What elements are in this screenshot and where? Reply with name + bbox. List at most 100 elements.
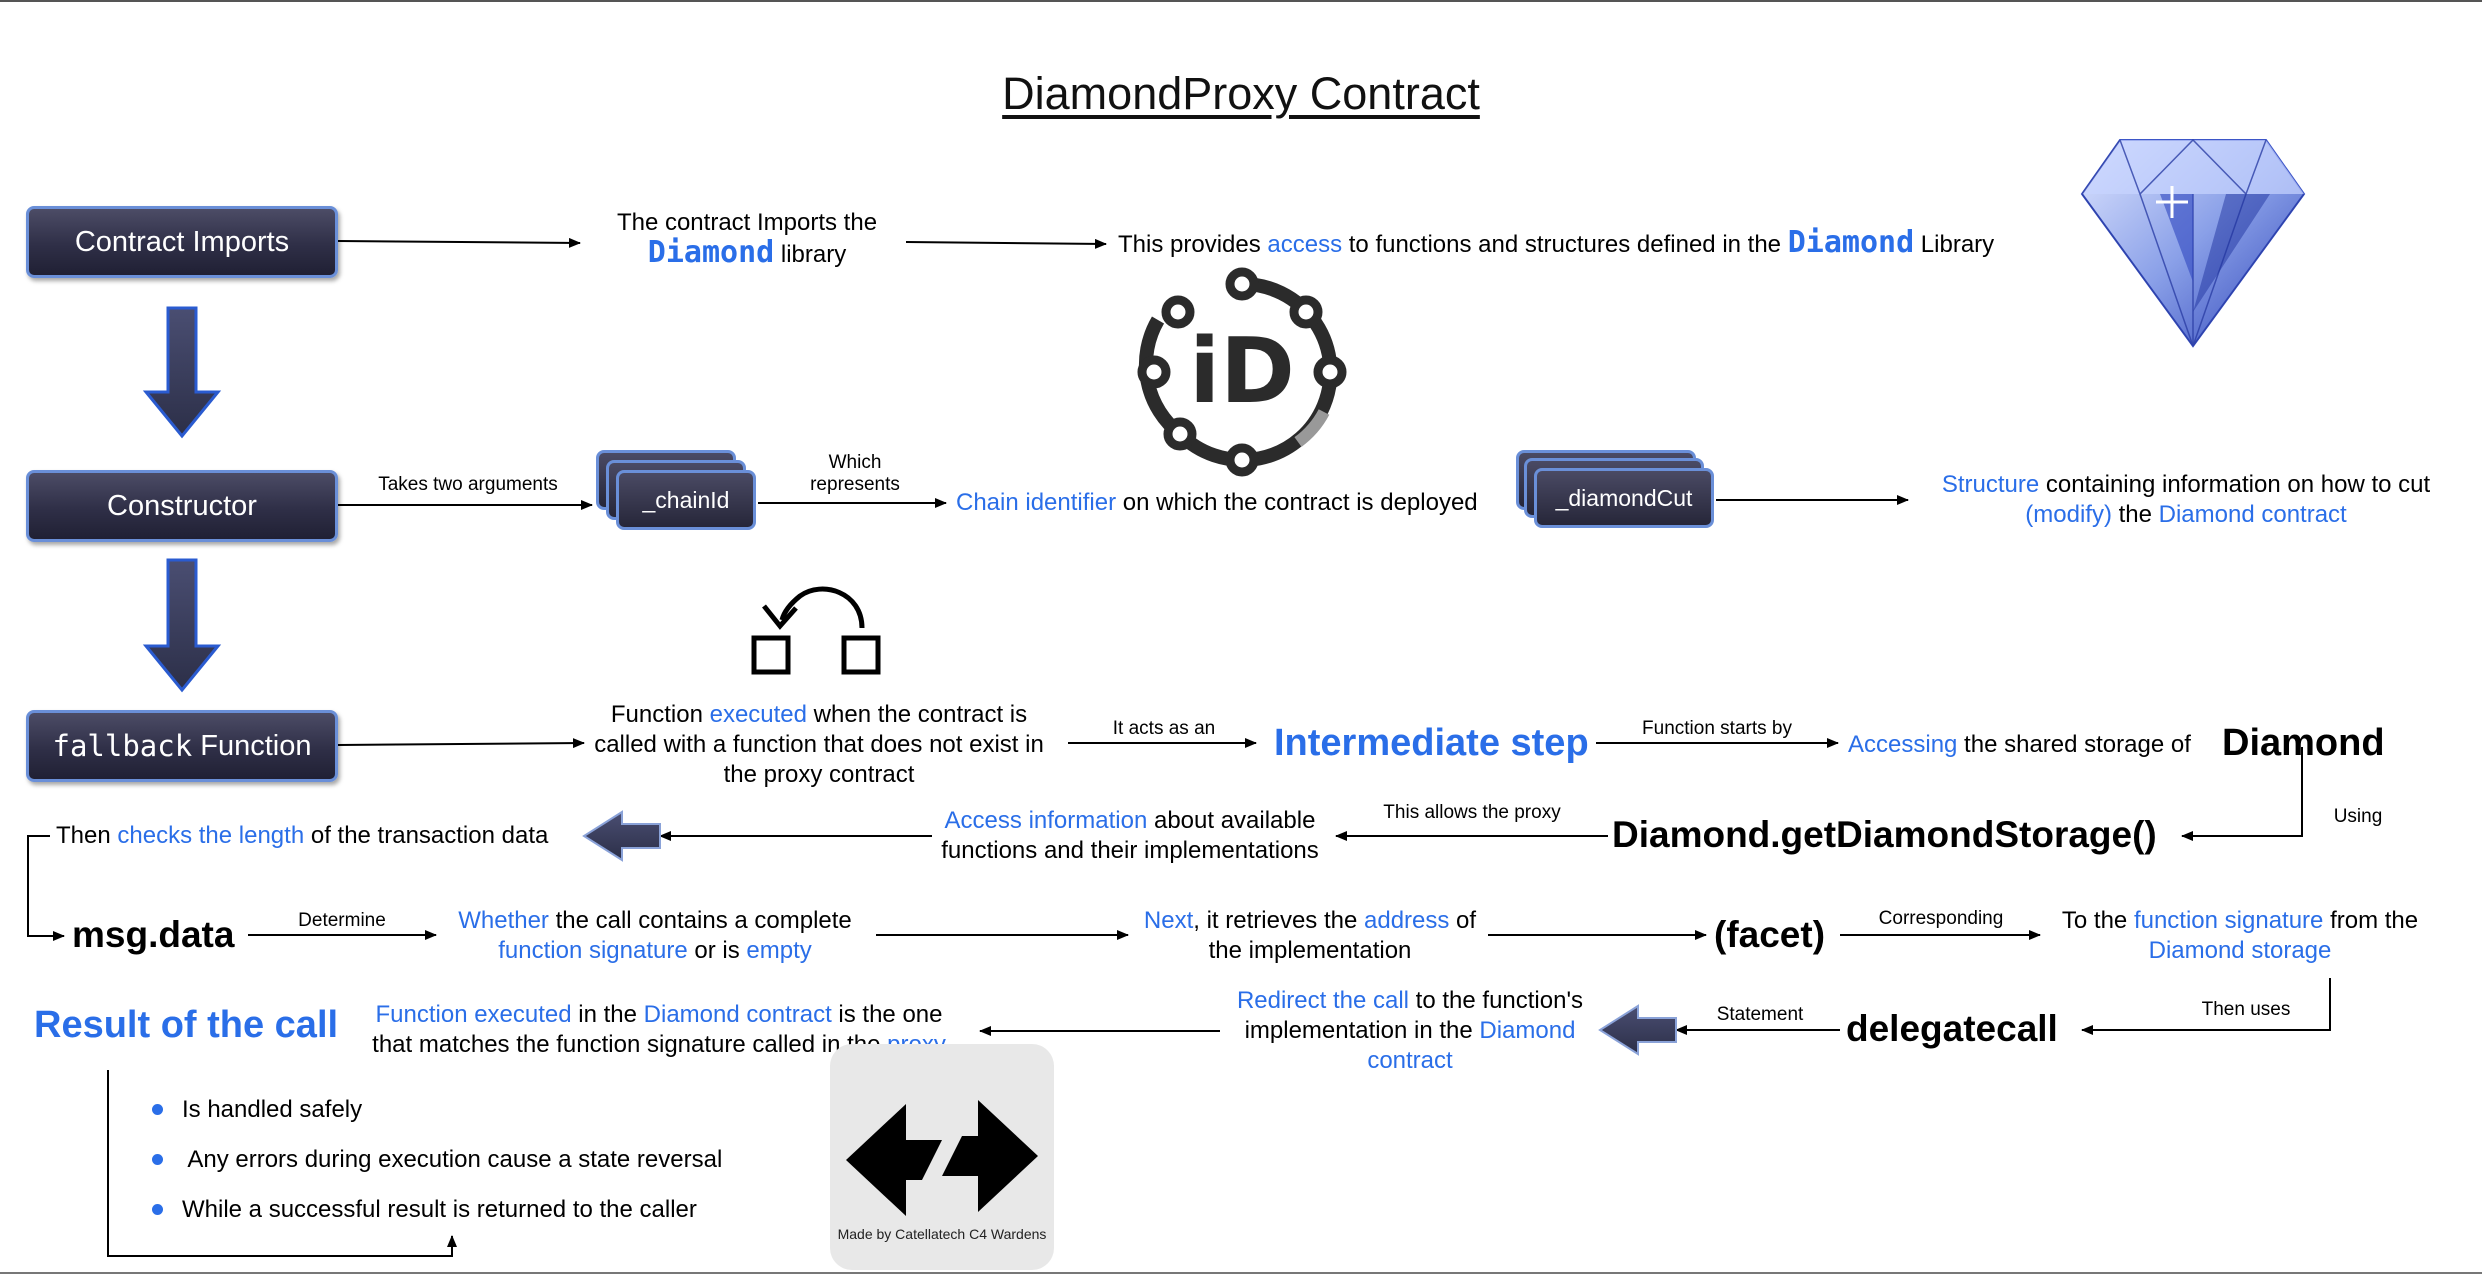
fallback-code-label: fallback	[52, 729, 193, 763]
down-block-arrow-icon	[142, 306, 222, 439]
using-label: Using	[2333, 806, 2383, 827]
structure-rest: containing information on how to cut	[2039, 471, 2431, 498]
which-line1: Which	[828, 452, 882, 473]
redirect-line1: Redirect the call to the function's	[1220, 986, 1600, 1016]
svg-text:iD: iD	[1189, 319, 1295, 424]
provides-part-b: to functions and structures defined in t…	[1342, 231, 1788, 258]
imports-line1: The contract Imports the	[616, 209, 878, 236]
accessing-blue: Accessing	[1848, 731, 1958, 758]
bullet-item: Any errors during execution cause a stat…	[182, 1146, 723, 1173]
checks-a: Then	[56, 822, 118, 849]
whether-rest: the call contains a complete	[548, 907, 852, 934]
exec-b: when the contract is	[807, 701, 1028, 728]
which-line2: represents	[810, 474, 900, 495]
checks-blue: checks the length	[117, 822, 305, 849]
left-block-arrow-icon	[582, 810, 661, 862]
get-diamond-storage: Diamond.getDiamondStorage()	[1612, 814, 2157, 855]
left-block-arrow-icon	[1598, 1004, 1677, 1056]
contract-imports-box: Contract Imports	[26, 206, 338, 278]
constructor-label: Constructor	[107, 489, 257, 522]
id-logo-icon: iD	[1137, 267, 1347, 477]
match-a: that matches the function signature call…	[372, 1031, 888, 1058]
next-rest: , it retrieves the	[1193, 907, 1364, 934]
imports-line2: Diamond library	[592, 238, 902, 270]
diamondcut-label: _diamondCut	[1555, 484, 1693, 511]
access-info-line2: functions and their implementations	[941, 837, 1319, 864]
takes-label: Takes two arguments	[378, 474, 558, 495]
bullet-item: Is handled safely	[182, 1096, 363, 1123]
swap-arrows-icon	[846, 1100, 1038, 1216]
chainid-label: _chainId	[642, 486, 730, 513]
next-blue: Next	[1143, 907, 1194, 934]
tosig-a: To the	[2061, 907, 2134, 934]
starts-by-label: Function starts by	[1642, 718, 1792, 739]
chainid-stack: _chainId	[596, 450, 766, 540]
bullet-dot	[152, 1104, 163, 1115]
impl-contract: contract	[1367, 1047, 1453, 1074]
corresponding-label: Corresponding	[1878, 908, 2004, 929]
fexec-blue: Function executed	[375, 1001, 572, 1028]
accessing-text: Accessing the shared storage of	[1848, 730, 2191, 760]
acts-as-label: It acts as an	[1112, 718, 1216, 739]
intermediate-step: Intermediate step	[1274, 722, 1589, 764]
chain-identifier-rest: on which the contract is deployed	[1116, 489, 1478, 516]
tosig-b: from the	[2323, 907, 2419, 934]
modify-contract: Diamond contract	[2158, 501, 2347, 528]
bullet-dot	[152, 1154, 163, 1165]
down-block-arrow-icon	[142, 558, 222, 693]
structure-blue: Structure	[1941, 471, 2040, 498]
whether-line2: function signature or is empty	[440, 936, 870, 966]
diamond-storage-blue: Diamond storage	[2148, 937, 2332, 964]
badge-caption: Made by Catellatech C4 Wardens	[837, 1226, 1047, 1242]
diamond-lib-name: Diamond	[647, 235, 775, 270]
accessing-rest: the shared storage of	[1957, 731, 2191, 758]
function-executed-text: Function executed in the Diamond contrac…	[354, 1000, 964, 1060]
page-title: DiamondProxy Contract	[1002, 68, 1480, 119]
impl-a: implementation in the	[1244, 1017, 1480, 1044]
fallback-desc-line3: the proxy contract	[723, 761, 915, 788]
statement-label: Statement	[1716, 1004, 1804, 1025]
access-info-text: Access information about available funct…	[920, 806, 1340, 866]
contract-imports-label: Contract Imports	[74, 225, 290, 258]
checks-length-text: Then checks the length of the transactio…	[56, 821, 548, 851]
provides-part-c: Library	[1914, 231, 1995, 258]
modify-blue: (modify)	[2025, 501, 2112, 528]
to-signature-text: To the function signature from the Diamo…	[2040, 906, 2440, 966]
chain-identifier-blue: Chain identifier	[956, 489, 1117, 516]
then-uses-label: Then uses	[2201, 999, 2291, 1020]
fallback-desc-line1: Function executed when the contract is	[574, 700, 1064, 730]
diamond-bold-label: Diamond	[2222, 722, 2385, 764]
undo-arrow-icon	[751, 586, 881, 675]
fallback-function-box: fallback Function	[26, 710, 338, 782]
to-signature-line1: To the function signature from the	[2040, 906, 2440, 936]
access-info-line1: Access information about available	[920, 806, 1340, 836]
imports-library-word: library	[774, 241, 847, 268]
chain-identifier-text: Chain identifier on which the contract i…	[956, 488, 1478, 518]
constructor-box: Constructor	[26, 470, 338, 542]
next-line1: Next, it retrieves the address of	[1120, 906, 1500, 936]
bottom-border	[0, 1272, 2482, 1274]
modify-the: the	[2111, 501, 2159, 528]
allows-proxy-label: This allows the proxy	[1383, 802, 1561, 823]
next-line2: the implementation	[1208, 937, 1412, 964]
which-represents-label: Which represents	[770, 452, 940, 496]
fexec-line1: Function executed in the Diamond contrac…	[354, 1000, 964, 1030]
redirect-line2: implementation in the Diamond	[1220, 1016, 1600, 1046]
stack-card	[1534, 468, 1714, 528]
delegatecall-label: delegatecall	[1846, 1008, 2058, 1049]
signature-or: or is	[687, 937, 747, 964]
fallback-word-label: Function	[192, 729, 312, 762]
access-info-rest: about available	[1147, 807, 1316, 834]
structure-line2: (modify) the Diamond contract	[1916, 500, 2456, 530]
facet-label: (facet)	[1714, 914, 1826, 955]
diamond-gem-icon	[2080, 138, 2306, 348]
msg-data: msg.data	[72, 914, 235, 955]
whether-line1: Whether the call contains a complete	[440, 906, 870, 936]
empty-blue: empty	[746, 937, 812, 964]
fallback-desc-line2: called with a function that does not exi…	[594, 731, 1044, 758]
redirect-rest: to the function's	[1409, 987, 1584, 1014]
fexec-contract: Diamond contract	[643, 1001, 832, 1028]
provides-text: This provides access to functions and st…	[1118, 228, 1994, 260]
fexec-rest: is the one	[831, 1001, 943, 1028]
